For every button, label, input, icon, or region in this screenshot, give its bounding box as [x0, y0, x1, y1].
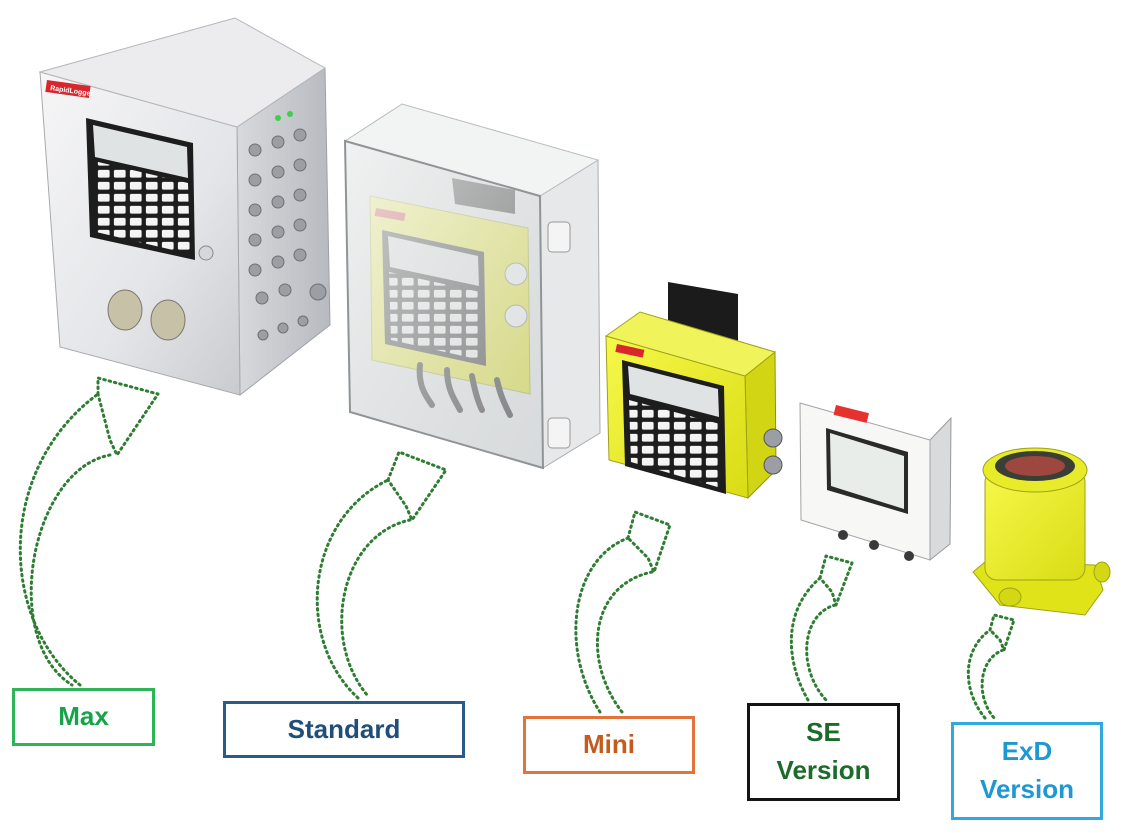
- max-label: Max: [12, 688, 155, 746]
- arrow-se-version-icon: [789, 554, 854, 702]
- exd-version-logger-image: [972, 447, 1111, 616]
- arrow-standard-icon: [315, 450, 448, 700]
- arrow-exd-version-icon: [966, 613, 1016, 722]
- mini-label: Mini: [523, 716, 695, 774]
- standard-logger-image: [343, 103, 601, 470]
- exd-version-label: ExD Version: [951, 722, 1103, 820]
- se-version-logger-image: [799, 402, 952, 562]
- se-version-label: SE Version: [747, 703, 900, 801]
- standard-label: Standard: [223, 701, 465, 758]
- max-logger-image: RapidLogger: [38, 17, 331, 397]
- mini-logger-image: [604, 282, 783, 500]
- arrow-max-icon: [18, 376, 160, 687]
- arrow-mini-icon: [574, 510, 672, 714]
